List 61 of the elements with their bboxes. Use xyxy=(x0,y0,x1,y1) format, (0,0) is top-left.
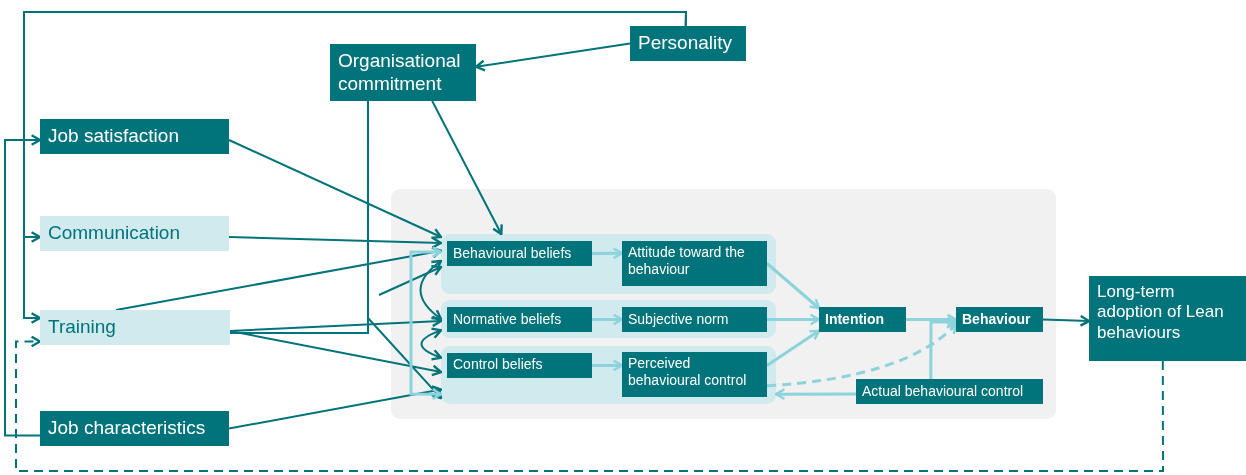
node-label: Long-term adoption of Lean behaviours xyxy=(1097,282,1225,344)
double-arrow xyxy=(409,246,443,401)
process-box xyxy=(447,353,592,378)
arrow xyxy=(15,335,1164,472)
node-label: Normative beliefs xyxy=(453,311,563,328)
process-box xyxy=(622,241,767,286)
group-band xyxy=(441,300,776,338)
process-box xyxy=(622,307,767,332)
process-box xyxy=(40,119,229,154)
process-box xyxy=(447,307,592,332)
arrow xyxy=(431,100,503,236)
arrow xyxy=(767,313,821,326)
double-arrow xyxy=(420,327,443,361)
arrow xyxy=(766,262,821,310)
arrow xyxy=(766,329,821,367)
arrow xyxy=(228,139,443,240)
process-box xyxy=(856,379,1043,404)
node-label: Subjective norm xyxy=(628,311,730,328)
process-box xyxy=(819,307,906,332)
node-label: Personality xyxy=(638,32,733,55)
node-label: Job satisfaction xyxy=(48,125,180,148)
group-band xyxy=(441,346,776,404)
process-box xyxy=(1089,276,1246,361)
arrow xyxy=(23,11,688,324)
node-label: Control beliefs xyxy=(453,356,544,373)
double-arrow xyxy=(419,259,443,321)
arrow xyxy=(592,247,624,260)
node-label: Actual behavioural control xyxy=(862,383,1025,400)
process-box xyxy=(330,44,476,101)
arrow xyxy=(929,316,958,379)
arrow xyxy=(1042,314,1091,327)
node-label: Perceived behavioural control xyxy=(628,355,748,389)
node-label: Behaviour xyxy=(962,311,1032,328)
node-label: Behavioural beliefs xyxy=(453,245,573,262)
node-label: Intention xyxy=(825,311,886,328)
process-box xyxy=(40,411,229,446)
arrow xyxy=(4,134,42,437)
process-box xyxy=(447,241,592,266)
arrow xyxy=(774,388,856,401)
arrow xyxy=(592,359,624,372)
process-box xyxy=(622,352,767,397)
node-label: Job characteristics xyxy=(48,417,207,440)
arrow xyxy=(228,385,443,430)
arrow xyxy=(115,246,443,311)
arrow xyxy=(766,323,958,388)
arrow xyxy=(366,100,443,400)
node-label: Organisational commitment xyxy=(338,49,462,96)
factor-box xyxy=(40,216,229,251)
arrow xyxy=(378,264,443,296)
arrow xyxy=(592,313,624,326)
group-band xyxy=(441,234,776,294)
arrow xyxy=(229,330,443,377)
arrow xyxy=(906,313,958,326)
process-box xyxy=(956,307,1043,332)
node-label: Communication xyxy=(48,222,181,245)
node-label: Attitude toward the behaviour xyxy=(628,244,746,278)
arrow xyxy=(228,236,443,249)
factor-box xyxy=(40,310,230,345)
panel-background xyxy=(391,189,1056,419)
node-label: Training xyxy=(48,316,117,339)
process-box xyxy=(630,26,746,61)
